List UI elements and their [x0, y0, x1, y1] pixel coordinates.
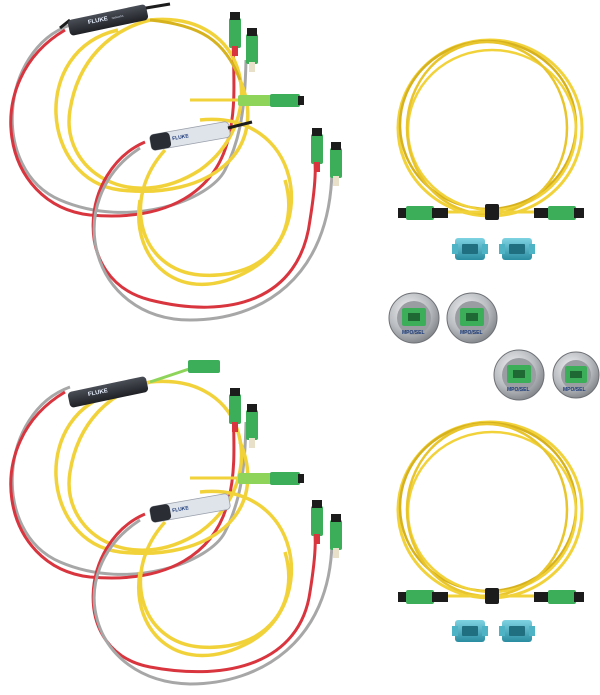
- bulkhead-label: MPO/SEL: [402, 330, 425, 336]
- bulkhead-label: MPO/SEL: [460, 330, 483, 336]
- teal-adapter-icon: [452, 620, 488, 642]
- mpo-connector-icon: [190, 94, 304, 107]
- mpo-connector-icon: [330, 142, 342, 186]
- cable-tie-icon: [485, 588, 499, 604]
- teal-adapter-icon: [452, 238, 488, 260]
- mpo-connector-icon: [229, 388, 241, 432]
- breakout-brand-label: FLUKE: [172, 505, 190, 514]
- bulkhead-label: MPO/SEL: [563, 387, 586, 393]
- breakout-brand-label: FLUKE: [172, 133, 190, 142]
- breakout-body-icon: FLUKE: [149, 120, 253, 151]
- breakout-brand-label: FLUKE: [88, 16, 109, 26]
- fanout-cord-set-bottom: FLUKE FLUKE: [9, 360, 342, 686]
- mpo-connector-icon: [229, 12, 241, 56]
- mpo-connector-icon: [190, 472, 304, 485]
- mpo-connector-icon: [398, 206, 448, 220]
- teal-adapter-icon: [499, 238, 535, 260]
- bulkhead-pair-upper: MPO/SEL MPO/SEL: [388, 292, 498, 344]
- mpo-connector-icon: [534, 590, 584, 604]
- breakout-body-icon: FLUKE: [67, 376, 149, 408]
- bulkhead-connector-icon: MPO/SEL: [446, 292, 498, 344]
- mpo-connector-icon: [398, 590, 448, 604]
- breakout-brand-label: FLUKE: [88, 388, 109, 398]
- mpo-connector-icon: [246, 404, 258, 448]
- bulkhead-connector-icon: MPO/SEL: [388, 292, 440, 344]
- bulkhead-pair-lower: MPO/SEL MPO/SEL: [493, 349, 600, 401]
- coiled-trunk-cord-bottom: [396, 420, 584, 604]
- mpo-connector-icon: [246, 28, 258, 72]
- adapter-pair-bottom: [452, 620, 535, 642]
- bulkhead-label: MPO/SEL: [507, 387, 530, 393]
- teal-adapter-icon: [499, 620, 535, 642]
- breakout-sub-label: networks: [111, 14, 124, 21]
- breakout-body-icon: FLUKE: [149, 493, 231, 523]
- mpo-connector-icon: [311, 500, 323, 544]
- coiled-trunk-cord-top: [396, 38, 584, 220]
- bulkhead-connector-icon: MPO/SEL: [552, 351, 600, 399]
- cable-tie-icon: [485, 204, 499, 220]
- breakout-body-icon: FLUKE networks: [59, 2, 171, 36]
- fanout-cord-set-top: FLUKE networks FLU: [9, 2, 342, 322]
- bulkhead-connector-icon: MPO/SEL: [493, 349, 545, 401]
- mpo-connector-icon: [311, 128, 323, 172]
- adapter-pair-top: [452, 238, 535, 260]
- mpo-connector-icon: [330, 514, 342, 558]
- mpo-connector-icon: [534, 206, 584, 220]
